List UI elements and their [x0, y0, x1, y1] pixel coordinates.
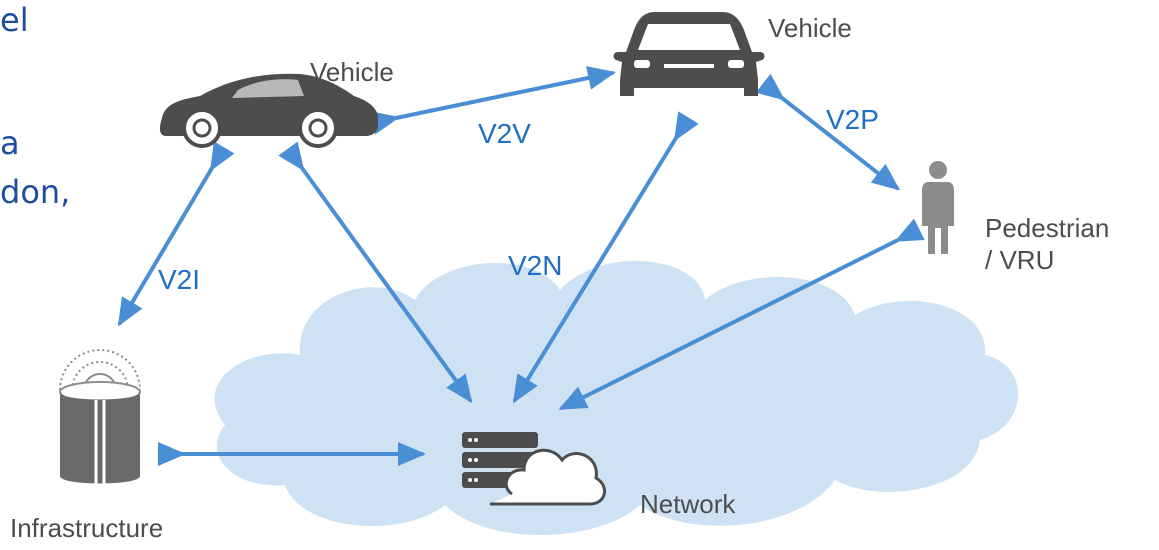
slide-text-fragment: el: [0, 1, 29, 39]
v2v-arrow: [370, 66, 616, 135]
v2n-label: V2N: [508, 250, 563, 281]
roadside-unit-icon: [59, 349, 141, 484]
pedestrian-label-line2: / VRU: [985, 245, 1055, 275]
sports-car-icon: [159, 73, 378, 148]
infrastructure-label: Infrastructure: [10, 513, 164, 543]
server-cloud-icon: [462, 432, 606, 506]
pedestrian-network-arrow: [558, 218, 925, 410]
vehicle-right-label: Vehicle: [768, 13, 852, 43]
v2i-arrow: [117, 141, 235, 327]
pedestrian-icon: [922, 161, 954, 254]
vehicle-left-label: Vehicle: [310, 57, 394, 87]
pedestrian-label-line1: Pedestrian: [985, 213, 1110, 243]
network-label: Network: [640, 489, 736, 519]
v2p-arrow: [755, 73, 901, 191]
v2i-label: V2I: [158, 264, 201, 295]
car-front-icon: [613, 12, 765, 96]
pedestrian-label: Pedestrian / VRU: [985, 212, 1109, 276]
network-cloud-shape: [214, 260, 1019, 535]
slide-text-fragment: don,: [0, 173, 71, 211]
v2p-label: V2P: [826, 104, 879, 135]
v2v-label: V2V: [478, 118, 531, 149]
slide-text-fragment: a: [0, 124, 20, 162]
v2n-arrow-left-vehicle: [278, 141, 473, 404]
